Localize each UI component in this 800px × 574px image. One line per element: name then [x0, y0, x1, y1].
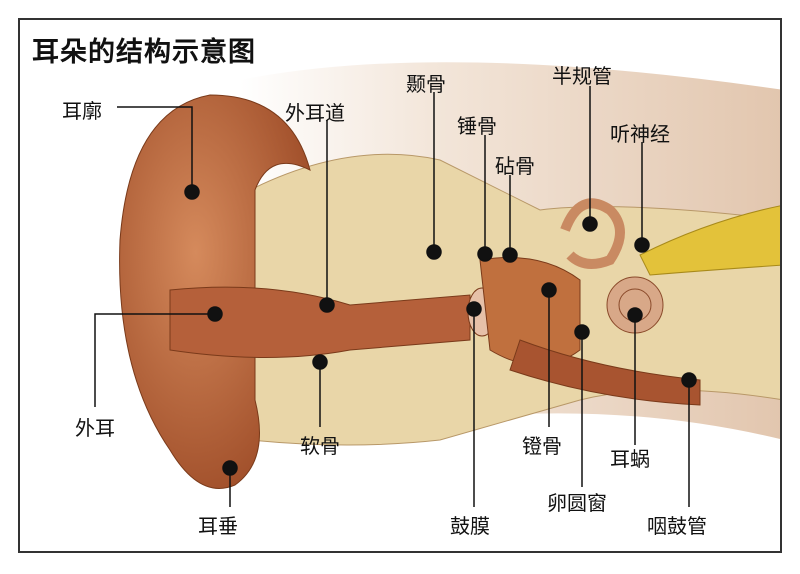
label-semicircular-canals: 半规管	[552, 64, 612, 88]
label-cochlea: 耳蜗	[610, 447, 650, 471]
leader-lines	[94, 86, 697, 507]
label-oval-window: 卵圆窗	[547, 491, 607, 515]
ear-canal	[169, 286, 471, 358]
diagram-frame: 耳朵的结构示意图 耳廓 外耳道 颞骨 半规管 锤骨 砧骨 听神经 外耳 软骨 镫…	[18, 18, 782, 553]
semicircular-canals	[560, 198, 625, 269]
label-outer-ear: 外耳	[75, 416, 115, 440]
label-ear-canal: 外耳道	[285, 101, 345, 125]
auditory-nerve	[639, 205, 780, 276]
label-eardrum: 鼓膜	[450, 514, 490, 538]
diagram-title: 耳朵的结构示意图	[32, 37, 256, 68]
ear-illustration	[94, 62, 780, 507]
label-malleus: 锤骨	[457, 114, 497, 138]
label-temporal-bone: 颞骨	[406, 72, 446, 96]
label-cartilage: 软骨	[300, 434, 340, 458]
label-stapes: 镫骨	[522, 434, 562, 458]
label-eustachian-tube: 咽鼓管	[647, 514, 707, 538]
label-incus: 砧骨	[495, 154, 535, 178]
eustachian-tube	[509, 339, 701, 406]
label-earlobe: 耳垂	[198, 514, 238, 538]
label-auditory-nerve: 听神经	[610, 122, 670, 146]
label-auricle: 耳廓	[62, 99, 102, 123]
